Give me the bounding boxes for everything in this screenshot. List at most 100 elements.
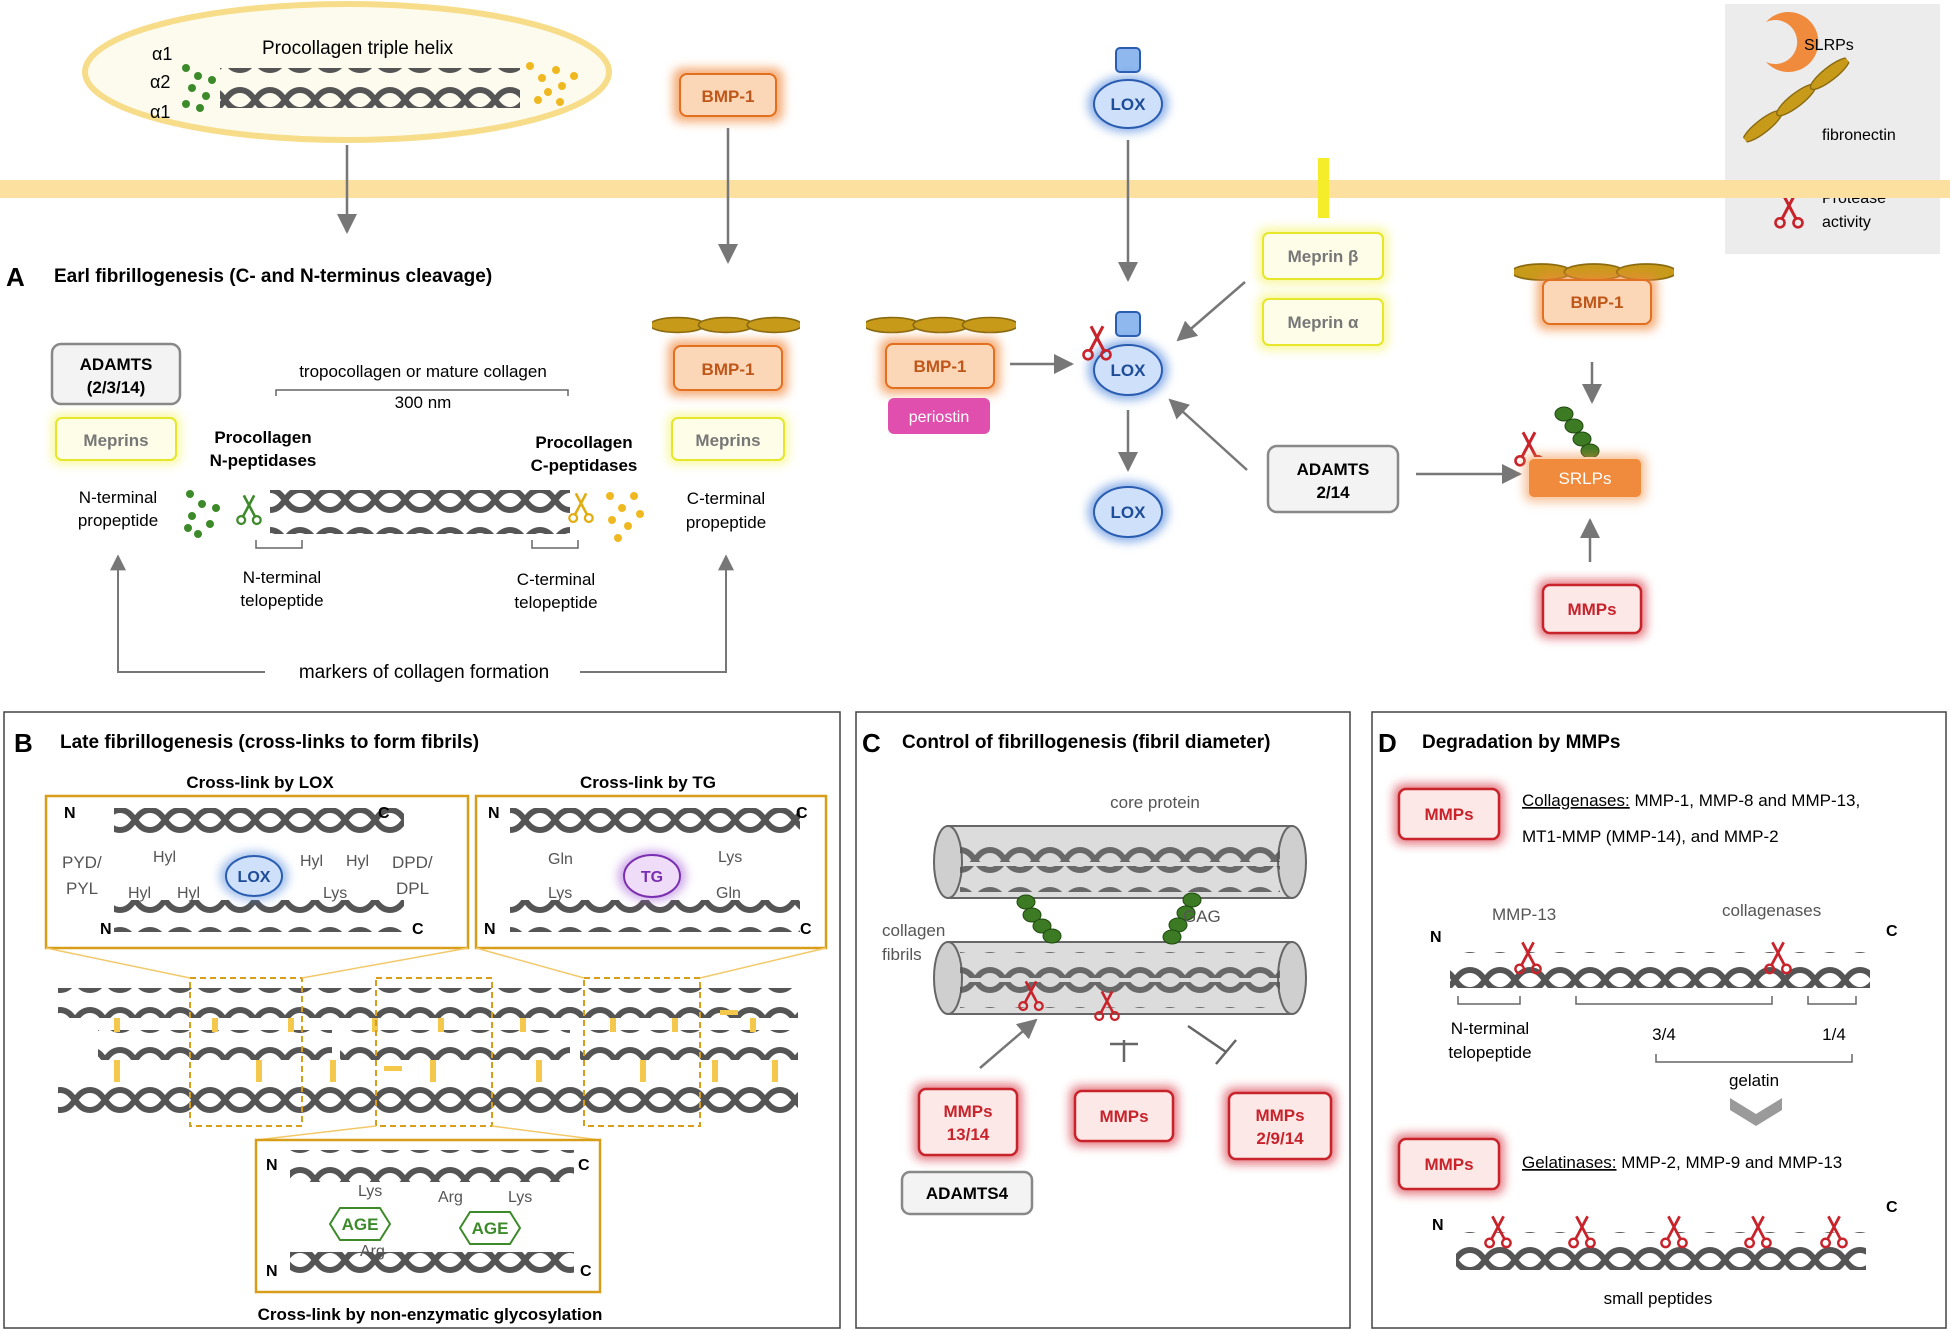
panel-c-letter: C bbox=[862, 728, 881, 758]
panel-d-title: Degradation by MMPs bbox=[1422, 732, 1620, 753]
glyco-helix-top bbox=[290, 1150, 574, 1182]
adamts-2-14: ADAMTS 2/14 bbox=[1266, 444, 1400, 514]
age-hexagon-1 bbox=[328, 1207, 392, 1241]
gln-1: Gln bbox=[548, 851, 573, 868]
srlps-label: SRLPs bbox=[1559, 469, 1612, 488]
pyd-label: PYD/ bbox=[62, 853, 102, 872]
hyl-3: Hyl bbox=[177, 885, 200, 902]
c-propeptide-1: C-terminal bbox=[687, 489, 765, 508]
lox-enzyme bbox=[225, 855, 283, 897]
tg-enzyme-label: TG bbox=[641, 869, 663, 886]
bmp1-a-label: BMP-1 bbox=[702, 360, 755, 379]
lox-top-label: LOX bbox=[1111, 95, 1147, 114]
tg-n-top: N bbox=[488, 805, 500, 822]
tropocollagen-helix bbox=[270, 490, 570, 534]
panel-d-letter: D bbox=[1378, 728, 1397, 758]
collagen-fibril-top bbox=[933, 825, 1307, 899]
hyl-4: Hyl bbox=[300, 853, 323, 870]
c-propeptide-fragments bbox=[606, 492, 644, 542]
mmps-right-label: MMPs bbox=[1567, 600, 1616, 619]
cell-membrane bbox=[0, 180, 1950, 198]
n-scissors-icon bbox=[236, 493, 262, 526]
lox-n-bottom: N bbox=[100, 921, 112, 938]
panel-b-letter: B bbox=[14, 728, 33, 758]
gelatin-bracket bbox=[1655, 1054, 1853, 1063]
srlps-box: SRLPs bbox=[1524, 454, 1646, 502]
meprin-alpha: Meprin α bbox=[1258, 294, 1388, 350]
n-telo-bracket bbox=[255, 540, 303, 549]
meprins-a-left: Meprins bbox=[52, 414, 180, 464]
adamts-a-line2: (2/3/14) bbox=[87, 378, 146, 397]
dpl-label: DPL bbox=[396, 879, 429, 898]
collagen-fibril-bottom bbox=[933, 941, 1307, 1015]
lox-n-top: N bbox=[64, 805, 76, 822]
lox-enzyme-label: LOX bbox=[238, 869, 271, 886]
glyco-helix-bottom bbox=[290, 1252, 574, 1284]
age-label-1: AGE bbox=[342, 1215, 379, 1234]
lox-bottom: LOX bbox=[1088, 482, 1168, 542]
lys-lox: Lys bbox=[323, 885, 347, 902]
n-propeptide-2: propeptide bbox=[78, 511, 158, 530]
hyl-2: Hyl bbox=[128, 885, 151, 902]
meprins-left-label: Meprins bbox=[83, 431, 148, 450]
tropocollagen-label: tropocollagen or mature collagen bbox=[299, 362, 547, 381]
periostin-box: periostin bbox=[888, 398, 990, 434]
lox-helix-top bbox=[114, 808, 404, 840]
length-label: 300 nm bbox=[395, 393, 452, 412]
arrow-meprin-lox bbox=[1176, 281, 1246, 342]
collagen-fibrils-1: collagen bbox=[882, 921, 945, 940]
fibronectin-a bbox=[652, 316, 800, 334]
meprin-anchor bbox=[1318, 158, 1329, 218]
alpha2: α2 bbox=[150, 72, 170, 92]
tg-c-bottom: C bbox=[800, 921, 812, 938]
c-peptidases-1: Procollagen bbox=[535, 433, 632, 452]
adamts4-box: ADAMTS4 bbox=[900, 1170, 1034, 1216]
marker-arrow-left bbox=[110, 554, 265, 673]
n-telo-2: telopeptide bbox=[240, 591, 323, 610]
meprin-beta-label: Meprin β bbox=[1288, 247, 1359, 266]
collagenases-label: collagenases bbox=[1722, 901, 1821, 920]
legend: SLRPs fibronectin Protease activity bbox=[1725, 4, 1940, 254]
d-gelatin-fragments bbox=[1456, 1232, 1866, 1270]
adamts-a: ADAMTS (2/3/14) bbox=[50, 342, 182, 406]
glyco-c-bottom: C bbox=[580, 1263, 592, 1280]
adamts-2-14-line2: 2/14 bbox=[1316, 483, 1350, 502]
mmps-d-bottom: MMPs bbox=[1394, 1134, 1504, 1194]
panel-c-title: Control of fibrillogenesis (fibril diame… bbox=[902, 732, 1270, 753]
alpha1-b: α1 bbox=[150, 102, 170, 122]
mmps-1314-line2: 13/14 bbox=[947, 1125, 990, 1144]
tg-helix-bottom bbox=[510, 900, 800, 932]
inhibit-mmps-right bbox=[1187, 1024, 1237, 1065]
panel-a-letter: A bbox=[6, 262, 25, 292]
panel-a-title: Earl fibrillogenesis (C- and N-terminus … bbox=[54, 266, 492, 287]
arrow-mmps-1314 bbox=[979, 1018, 1038, 1069]
lys-tg-1: Lys bbox=[548, 885, 572, 902]
small-peptides-label: small peptides bbox=[1604, 1289, 1713, 1308]
gag-chain-c-left bbox=[1016, 894, 1062, 944]
c-telo-2: telopeptide bbox=[514, 593, 597, 612]
mmps-d-top-label: MMPs bbox=[1424, 805, 1473, 824]
tg-n-bottom: N bbox=[484, 921, 496, 938]
mmps-mid-label: MMPs bbox=[1099, 1107, 1148, 1126]
procollagen-title: Procollagen triple helix bbox=[262, 38, 454, 59]
legend-fibronectin: fibronectin bbox=[1822, 127, 1896, 144]
pyl-label: PYL bbox=[66, 879, 98, 898]
bmp1-top-label: BMP-1 bbox=[702, 87, 755, 106]
hyl-5: Hyl bbox=[346, 853, 369, 870]
gag-chain-c-right bbox=[1162, 892, 1202, 945]
d-n-telo-1: N-terminal bbox=[1451, 1019, 1529, 1038]
n-telo-1: N-terminal bbox=[243, 568, 321, 587]
c-scissors-icon bbox=[568, 491, 594, 524]
lox-propeptide-top bbox=[1115, 47, 1141, 73]
bmp1-right-label: BMP-1 bbox=[1571, 293, 1624, 312]
age-label-2: AGE bbox=[472, 1219, 509, 1238]
collagenases-line2: MT1-MMP (MMP-14), and MMP-2 bbox=[1522, 827, 1779, 846]
gelatin-label: gelatin bbox=[1729, 1071, 1779, 1090]
mmps-right: MMPs bbox=[1538, 580, 1646, 638]
d-n-telo-2: telopeptide bbox=[1448, 1043, 1531, 1062]
bmp1-right: BMP-1 bbox=[1537, 274, 1657, 330]
fibril-assembly bbox=[45, 947, 827, 1141]
meprins-a-right: Meprins bbox=[668, 414, 788, 464]
glyco-crosslink-title: Cross-link by non-enzymatic glycosylatio… bbox=[258, 1305, 603, 1324]
